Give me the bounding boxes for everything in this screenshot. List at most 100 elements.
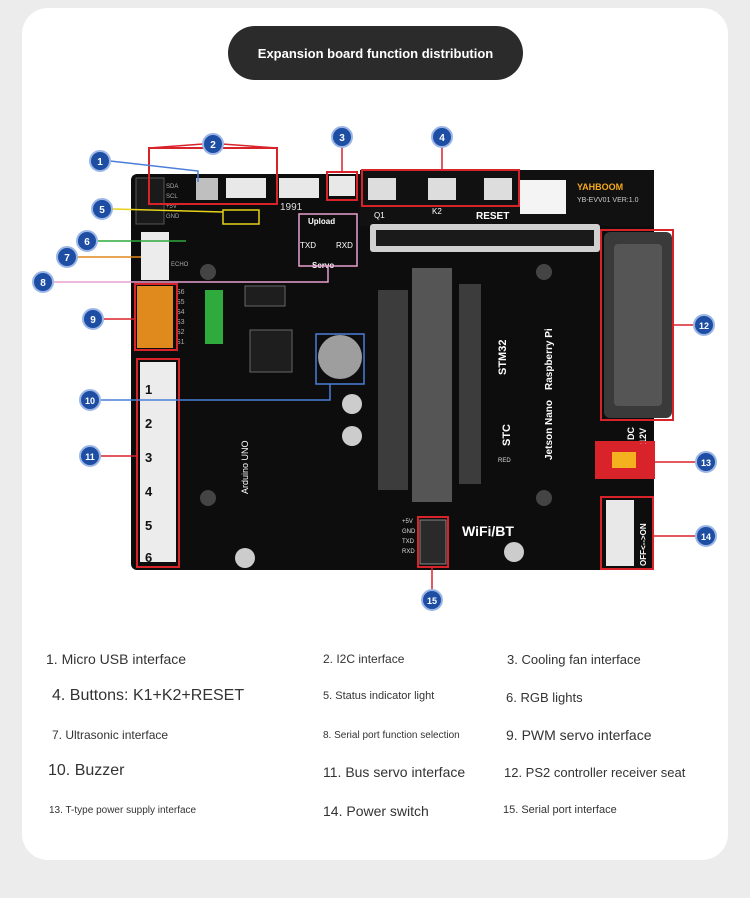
badge-15: 15 [421,589,443,611]
gnd-label: GND [166,214,180,220]
legend-item-4: 4. Buttons: K1+K2+RESET [52,687,245,704]
leader-5 [111,208,224,213]
bus-num-3: 4 [145,484,153,499]
usb-connector [196,178,218,200]
v12-label: 12V [638,428,648,444]
leader-2a [148,143,204,149]
ps2-receiver-inner [614,244,662,406]
jetson-label: Jetson Nano [544,400,555,460]
svg-text:7: 7 [64,253,70,264]
badge-5: 5 [91,198,113,220]
legend-item-9: 9. PWM servo interface [506,727,652,743]
callout-box-14 [600,496,654,570]
rxd-label: RXD [336,241,353,250]
offon-label: OFF<-->ON [639,523,648,566]
legend-item-12: 12. PS2 controller receiver seat [504,765,686,780]
legend-item-8: 8. Serial port function selection [323,730,460,741]
capacitor-1 [342,394,362,414]
callout-box-13 [595,441,655,479]
red-label: RED [498,458,511,464]
svg-text:9: 9 [90,315,96,326]
txd-label: TXD [300,241,316,250]
stc-label: STC [501,424,513,446]
badge-13: 13 [695,451,717,473]
svg-text:14: 14 [701,532,711,542]
legend-item-15: 15. Serial port interface [503,804,617,816]
sda-label: SDA [166,184,178,190]
legend-item-14: 14. Power switch [323,803,429,819]
s-label-3: S3 [176,319,185,326]
wifi-label: WiFi/BT [462,523,514,539]
svg-text:1: 1 [97,157,103,168]
legend-item-3: 3. Cooling fan interface [507,652,641,667]
brand-label: YAHBOOM [577,182,623,192]
upload-label: Upload [308,217,335,226]
svg-text:12: 12 [699,321,709,331]
s-label-1: S5 [176,299,185,306]
bus-num-1: 2 [145,416,152,431]
badge-7: 7 [56,246,78,268]
servo-led-column [205,290,223,344]
header-main [412,268,452,502]
svg-text:4: 4 [439,133,445,144]
s-label-5: S1 [176,339,185,346]
bus-num-5: 6 [145,550,152,565]
serial-label-1: GND [402,529,416,535]
power-switch [606,500,634,566]
svg-text:11: 11 [85,452,95,462]
serial-label-2: TXD [402,539,415,545]
dc-jack-inner [612,452,636,468]
echo-label: ECHO [171,262,189,268]
callout-box-11 [136,358,180,568]
badge-8: 8 [32,271,54,293]
mount-hole-2 [536,264,552,280]
arduino-label: Arduino UNO [240,440,250,494]
i2c-connector-1 [226,178,266,198]
svg-text:5: 5 [99,205,105,216]
callout-box-4 [361,169,520,207]
fan-connector [329,176,355,196]
mount-hole-4 [536,490,552,506]
legend-item-11: 11. Bus servo interface [323,764,466,780]
capacitor-4 [504,542,524,562]
q1-label: Q1 [374,211,385,220]
svg-text:13: 13 [701,458,711,468]
legend-item-13: 13. T-type power supply interface [49,805,197,816]
buzzer [318,335,362,379]
mount-hole-1 [200,264,216,280]
bus-num-0: 1 [145,382,152,397]
page-title: Expansion board function distribution [228,26,523,80]
callout-box-5 [222,209,260,225]
serial-header [419,519,447,565]
header-right [459,284,481,484]
badge-14: 14 [695,525,717,547]
button-q1 [368,178,396,200]
dc-label: DC [626,427,636,440]
badge-3: 3 [331,126,353,148]
reset-label: RESET [476,211,509,222]
callout-box-15 [417,516,449,568]
mount-hole-3 [200,490,216,506]
callout-box-10 [315,333,365,385]
stm32-label: STM32 [497,340,509,375]
bus-servo-connectors [140,362,176,562]
i2c-connector-2 [279,178,319,198]
legend-item-1: 1. Micro USB interface [46,651,187,667]
svg-text:8: 8 [40,278,46,289]
plus5v-label: +5V [166,204,177,210]
version-label: YB-EVV01 VER:1.0 [577,197,639,204]
leader-8 [53,266,329,283]
s-label-2: S4 [176,309,185,316]
header-left [378,290,408,490]
chip-top [244,285,286,307]
svg-text:6: 6 [84,237,90,248]
module-socket [520,180,566,214]
label-1991: 1991 [280,202,303,213]
leader-1 [109,160,199,182]
svg-text:15: 15 [427,596,437,606]
bus-num-4: 5 [145,518,152,533]
serial-label-3: RXD [402,549,415,555]
legend-item-5: 5. Status indicator light [323,690,435,702]
mcu-chip [249,329,293,373]
